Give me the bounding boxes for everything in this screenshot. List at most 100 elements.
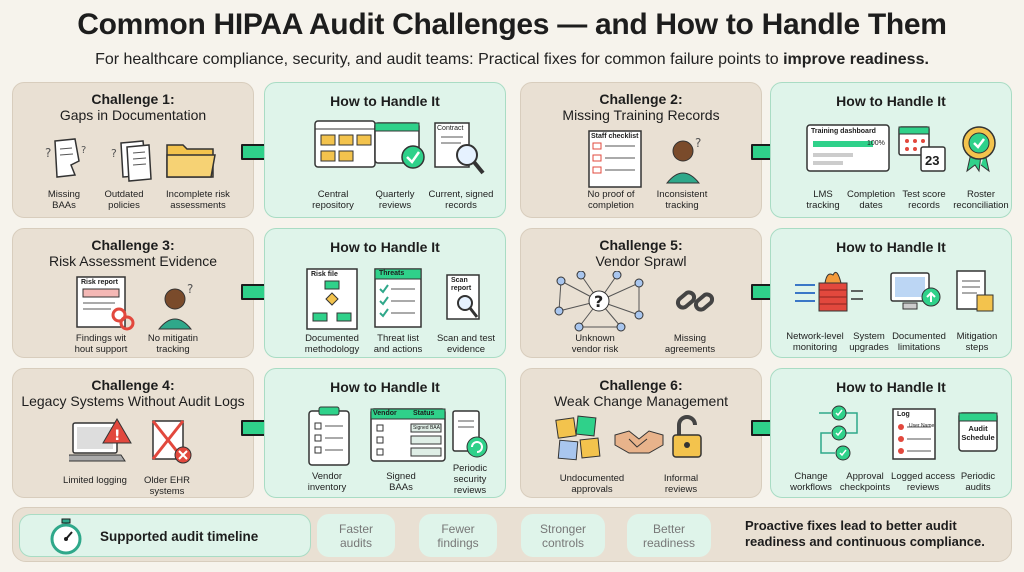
svg-text:?: ? <box>187 282 193 296</box>
training-dashboard-icon <box>806 124 890 172</box>
audit-timeline-label: Supported audit timeline <box>100 529 259 544</box>
scan-report-label: Scan report <box>451 277 472 292</box>
fix-3-item-2: Threat list and actions <box>373 333 423 355</box>
challenge-5-panel: Challenge 5: Vendor Sprawl ? Unknown ven… <box>520 228 762 358</box>
challenge-3-label: Challenge 3: <box>91 237 175 253</box>
audit-schedule-icon <box>958 412 998 452</box>
fix-2-panel: How to Handle It Training dashboard 100%… <box>770 82 1012 218</box>
stopwatch-icon <box>50 518 82 555</box>
challenge-6-item-2: Informal reviews <box>663 473 699 495</box>
challenge-4-label: Challenge 4: <box>91 377 175 393</box>
sticky-notes-icon <box>555 415 601 461</box>
challenge-1-panel: Challenge 1: Gaps in Documentation ? ? M… <box>12 82 254 218</box>
challenge-3-item-1: Findings wit hout support <box>74 333 128 355</box>
fix-3-item-1: Documented methodology <box>304 333 360 355</box>
challenge-4-item-2: Older EHR systems <box>144 475 190 497</box>
challenge-6-name: Weak Change Management <box>553 393 729 409</box>
training-progress-value: 100% <box>867 140 885 147</box>
threats-label: Threats <box>379 270 405 277</box>
crossed-out-document-icon <box>151 420 192 464</box>
audit-timeline-chip: Supported audit timeline <box>19 514 311 557</box>
log-label: Log <box>897 411 910 418</box>
fix-5-item-3: Documented limitations <box>892 331 946 353</box>
fix-6-item-1: Change workflows <box>790 471 832 493</box>
open-padlock-icon <box>672 415 702 458</box>
fix-3-heading: How to Handle It <box>330 239 440 255</box>
challenge-1-item-2: Outdated policies <box>104 189 144 211</box>
contract-label: Contract <box>437 125 464 132</box>
challenge-5-item-2: Missing agreements <box>664 333 716 355</box>
repository-window-icon <box>314 120 376 168</box>
fix-2-item-4: Roster reconciliation <box>953 189 1009 211</box>
challenge-1-item-1: Missing BAAs <box>47 189 81 211</box>
fix-2-item-3: Test score records <box>902 189 946 211</box>
handshake-icon <box>614 430 664 454</box>
challenge-6-label: Challenge 6: <box>599 377 683 393</box>
challenge-5-item-1: Unknown vendor risk <box>571 333 619 355</box>
fix-5-item-1: Network-level monitoring <box>786 331 844 353</box>
closing-statement: Proactive fixes lead to better audit rea… <box>745 518 985 549</box>
fix-5-heading: How to Handle It <box>836 239 946 255</box>
fix-6-heading: How to Handle It <box>836 379 946 395</box>
challenge-2-panel: Challenge 2: Missing Training Records St… <box>520 82 762 218</box>
challenge-3-item-2: No mitigatin tracking <box>147 333 199 355</box>
torn-document-icon: ? ? <box>45 138 86 178</box>
subtitle-text: For healthcare compliance, security, and… <box>95 51 784 68</box>
fix-4-panel: How to Handle It Vendor inventory Vendor… <box>264 368 506 498</box>
document-notes-icon <box>956 270 994 312</box>
svg-text:?: ? <box>45 146 51 160</box>
fix-2-item-1: LMS tracking <box>806 189 840 211</box>
challenge-5-name: Vendor Sprawl <box>595 253 687 269</box>
firewall-icon <box>795 271 863 312</box>
confused-person-icon: ? <box>157 282 193 330</box>
challenge-4-item-1: Limited logging <box>63 475 127 486</box>
challenge-3-name: Risk Assessment Evidence <box>48 253 218 269</box>
signed-baa-cell: Signed BAA <box>413 425 440 431</box>
vendor-status-table-icon <box>370 408 446 462</box>
challenge-1-item-3: Incomplete risk assessments <box>166 189 230 211</box>
page-subtitle: For healthcare compliance, security, and… <box>0 51 1024 69</box>
workflow-icon <box>819 405 858 461</box>
svg-text:?: ? <box>594 292 603 311</box>
risk-report-label: Risk report <box>81 279 118 286</box>
fix-1-item-3: Current, signed records <box>428 189 494 211</box>
svg-text:?: ? <box>111 147 117 160</box>
laptop-warning-icon: ! <box>69 418 132 462</box>
fix-2-item-2: Completion dates <box>846 189 896 211</box>
date-23-icon <box>920 146 946 172</box>
fix-1-item-2: Quarterly reviews <box>375 189 415 211</box>
fix-1-item-1: Central repository <box>312 189 354 211</box>
fix-5-item-4: Mitigation steps <box>956 331 998 353</box>
computer-upgrade-icon <box>890 272 941 310</box>
subtitle-emphasis: improve readiness. <box>783 51 929 68</box>
calendar-check-icon <box>374 122 425 169</box>
fix-1-panel: How to Handle It Central repository Quar… <box>264 82 506 218</box>
svg-text:?: ? <box>81 145 86 156</box>
challenge-1-name: Gaps in Documentation <box>59 107 207 123</box>
page-title: Common HIPAA Audit Challenges — and How … <box>77 8 947 41</box>
challenge-4-name: Legacy Systems Without Audit Logs <box>21 393 245 409</box>
calendar-icon <box>898 126 930 156</box>
challenge-1-label: Challenge 1: <box>91 91 175 107</box>
challenge-5-label: Challenge 5: <box>599 237 683 253</box>
challenge-6-panel: Challenge 6: Weak Change Management Undo… <box>520 368 762 498</box>
fix-6-item-3: Logged access reviews <box>891 471 955 493</box>
staff-checklist-label: Staff checklist <box>591 133 639 140</box>
vendor-column-label: Vendor <box>373 410 397 417</box>
date-23-label: 23 <box>925 153 940 168</box>
fix-6-item-2: Approval checkpoints <box>839 471 891 493</box>
access-log-icon <box>892 408 936 460</box>
challenge-3-panel: Challenge 3: Risk Assessment Evidence Ri… <box>12 228 254 358</box>
user-name-entry: User Name <box>909 423 935 429</box>
challenge-2-name: Missing Training Records <box>562 107 720 123</box>
fix-2-heading: How to Handle It <box>836 93 946 109</box>
scan-report-icon <box>446 274 480 320</box>
staff-checklist-icon <box>588 130 642 188</box>
challenge-2-label: Challenge 2: <box>599 91 683 107</box>
svg-text:!: ! <box>114 428 120 444</box>
